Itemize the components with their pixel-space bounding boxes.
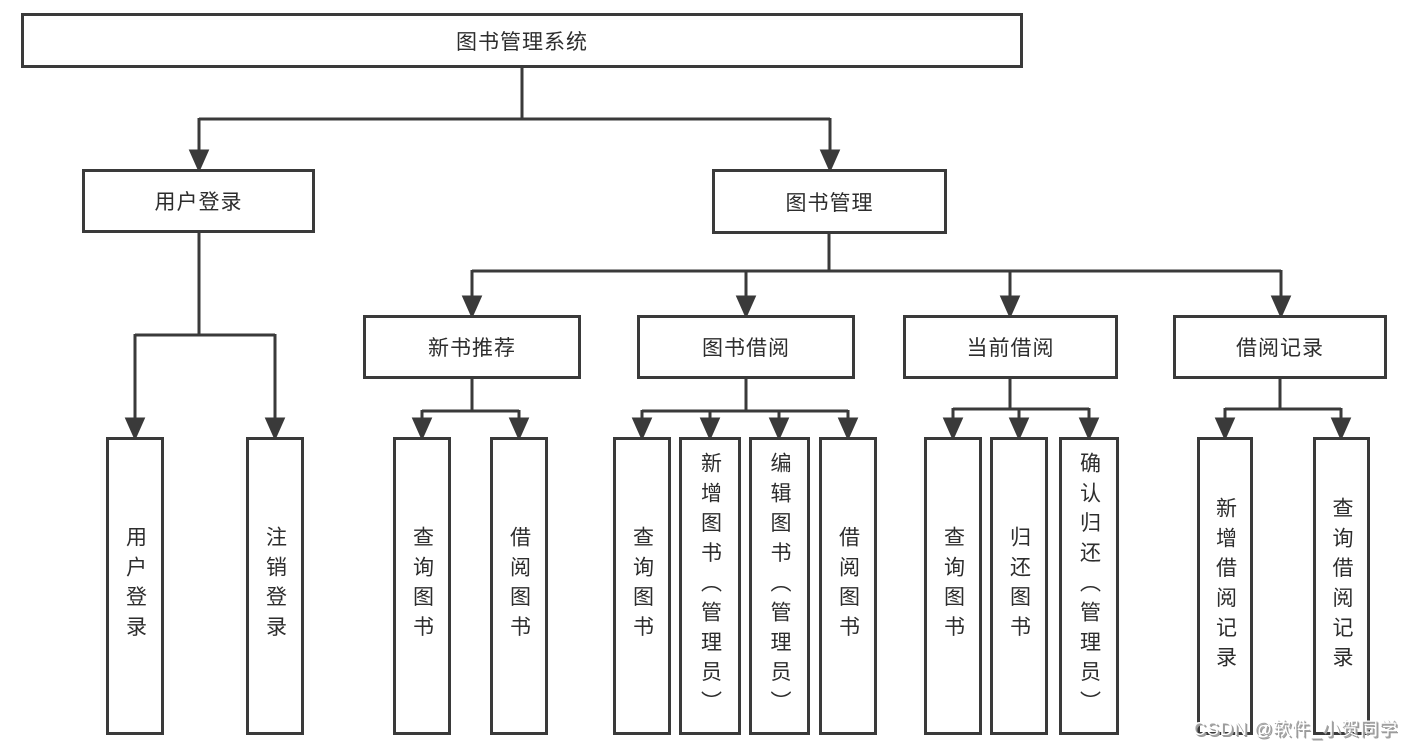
leaf-user-login-label: 用户登录 bbox=[123, 526, 147, 646]
leaf-query-borrow-record-label: 查询借阅记录 bbox=[1330, 496, 1353, 676]
leaf-add-borrow-record-label: 新增借阅记录 bbox=[1213, 496, 1237, 676]
leaf-query-books-recommend-label: 查询图书 bbox=[410, 526, 434, 646]
leaf-query-books-borrowing-label: 查询图书 bbox=[630, 526, 654, 646]
node-current-borrowing-label: 当前借阅 bbox=[966, 337, 1055, 360]
leaf-edit-books-admin-label: 编辑图书（管理员） bbox=[768, 451, 791, 721]
node-root-library-management-system: 图书管理系统 bbox=[21, 13, 1023, 68]
leaf-return-books-label: 归还图书 bbox=[1007, 526, 1031, 646]
node-root-label: 图书管理系统 bbox=[456, 30, 588, 54]
node-book-borrowing: 图书借阅 bbox=[637, 315, 855, 379]
node-book-management-label: 图书管理 bbox=[785, 191, 874, 215]
node-borrowing-records: 借阅记录 bbox=[1173, 315, 1387, 379]
leaf-return-books: 归还图书 bbox=[990, 437, 1048, 735]
leaf-edit-books-admin: 编辑图书（管理员） bbox=[749, 437, 810, 735]
node-book-management: 图书管理 bbox=[712, 169, 947, 234]
node-user-login: 用户登录 bbox=[82, 169, 315, 233]
leaf-add-borrow-record: 新增借阅记录 bbox=[1197, 437, 1253, 735]
node-new-book-recommendation: 新书推荐 bbox=[363, 315, 581, 379]
leaf-query-borrow-record: 查询借阅记录 bbox=[1313, 437, 1370, 735]
leaf-confirm-return-admin-label: 确认归还（管理员） bbox=[1077, 451, 1101, 721]
csdn-watermark: CSDN @软件_小贺同学 bbox=[1192, 719, 1398, 739]
node-new-book-recommendation-label: 新书推荐 bbox=[428, 337, 516, 360]
leaf-user-login: 用户登录 bbox=[106, 437, 164, 735]
leaf-confirm-return-admin: 确认归还（管理员） bbox=[1059, 437, 1119, 735]
leaf-logout-login-label: 注销登录 bbox=[263, 526, 287, 646]
leaf-query-books-current: 查询图书 bbox=[924, 437, 982, 735]
node-borrowing-records-label: 借阅记录 bbox=[1236, 337, 1324, 360]
leaf-borrow-books: 借阅图书 bbox=[819, 437, 877, 735]
leaf-add-books-admin-label: 新增图书（管理员） bbox=[698, 451, 722, 721]
node-current-borrowing: 当前借阅 bbox=[903, 315, 1118, 379]
leaf-query-books-borrowing: 查询图书 bbox=[613, 437, 671, 735]
leaf-query-books-current-label: 查询图书 bbox=[941, 526, 965, 646]
node-book-borrowing-label: 图书借阅 bbox=[702, 337, 790, 360]
leaf-logout-login: 注销登录 bbox=[246, 437, 304, 735]
leaf-borrow-books-label: 借阅图书 bbox=[836, 526, 860, 646]
leaf-borrow-books-recommend-label: 借阅图书 bbox=[507, 526, 531, 646]
leaf-query-books-recommend: 查询图书 bbox=[393, 437, 451, 735]
node-user-login-label: 用户登录 bbox=[154, 191, 243, 214]
leaf-add-books-admin: 新增图书（管理员） bbox=[679, 437, 741, 735]
leaf-borrow-books-recommend: 借阅图书 bbox=[490, 437, 548, 735]
